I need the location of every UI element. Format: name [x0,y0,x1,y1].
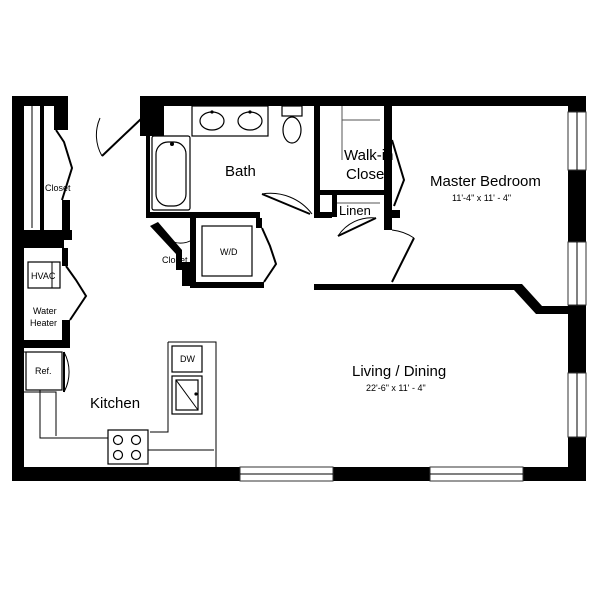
thin-details [24,106,380,467]
room-label-wd: W/D [220,247,238,257]
room-label-living: Living / Dining [352,363,446,380]
room-label-ref: Ref. [35,366,52,376]
exterior-walls [12,96,586,481]
room-label-closet-mid: Closet [162,255,188,265]
room-label-bath: Bath [225,163,256,180]
room-label-dw: DW [180,354,195,364]
room-label-hvac: HVAC [31,271,56,281]
windows [239,111,587,482]
washer-dryer [201,225,253,277]
refrigerator [25,351,63,391]
room-dim-master: 11'-4" x 11' - 4" [452,193,511,203]
kitchen-sink [171,375,203,415]
bathtub [151,135,191,211]
room-label-linen: Linen [339,203,371,218]
room-dim-living: 22'-6" x 11' - 4" [366,383,426,393]
dishwasher [171,345,203,373]
room-label-kitchen: Kitchen [90,395,140,412]
room-label-water-2: Heater [30,318,57,328]
cooktop [107,429,149,465]
room-label-water-1: Water [33,306,57,316]
room-label-walkin-1: Walk-in [344,147,393,164]
room-label-master: Master Bedroom [430,173,541,190]
fixtures [25,105,303,465]
vanity [191,105,269,137]
hvac-unit [27,261,61,289]
room-label-walkin-2: Closet [346,166,389,183]
room-label-closet-left: Closet [45,183,71,193]
doors [55,117,415,393]
interior-walls [24,106,568,348]
room-labels: Bath Walk-in Closet Master Bedroom 11'-4… [30,147,541,412]
toilet [281,105,303,144]
